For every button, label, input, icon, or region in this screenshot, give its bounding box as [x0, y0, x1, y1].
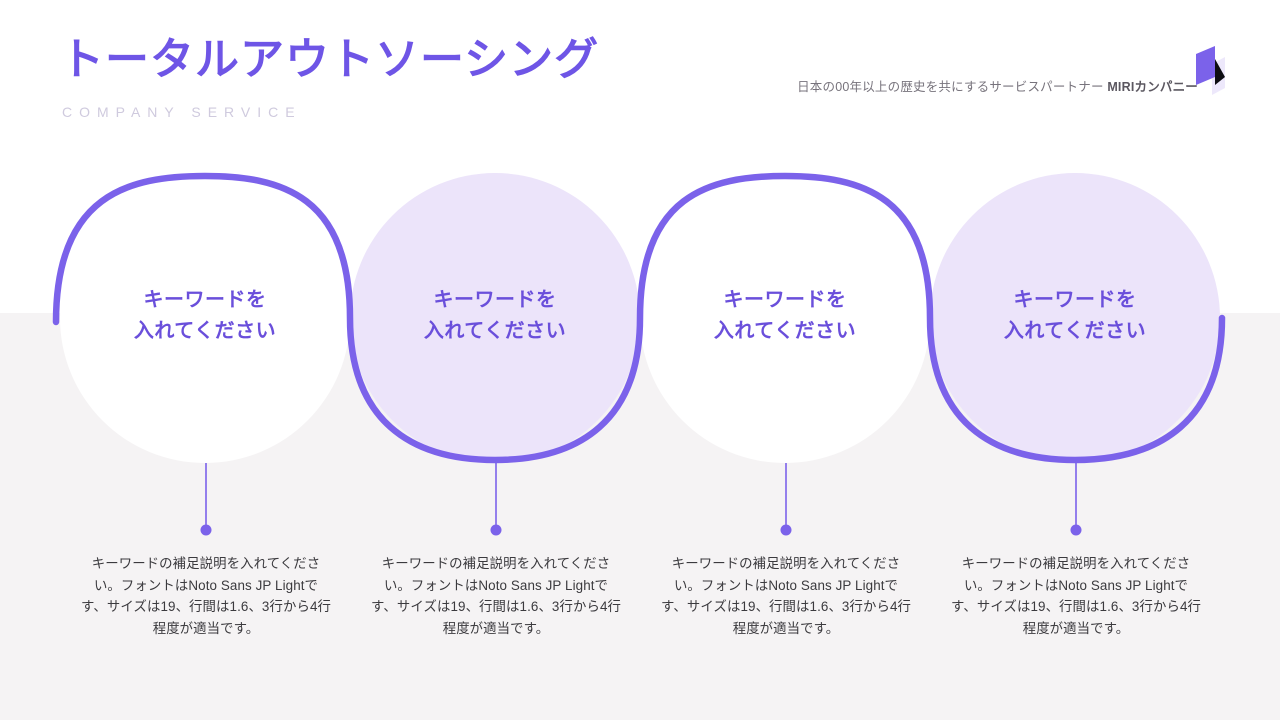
tagline-brand: MIRIカンパニー — [1107, 80, 1198, 94]
page-subtitle: COMPANY SERVICE — [62, 104, 302, 120]
step-label-4-line1: キーワードを — [1013, 289, 1137, 311]
step-label-3-line1: キーワードを — [723, 289, 847, 311]
connector-dot-4 — [1070, 524, 1082, 536]
tagline-text: 日本の00年以上の歴史を共にするサービスパートナー — [797, 80, 1108, 94]
connector-dot-3 — [780, 524, 792, 536]
step-label-2-line2: 入れてください — [423, 320, 567, 342]
slide-header: トータルアウトソーシング COMPANY SERVICE 日本の00年以上の歴史… — [0, 0, 1280, 150]
step-description-1: キーワードの補足説明を入れてください。フォントはNoto Sans JP Lig… — [81, 556, 331, 637]
step-label-3: キーワードを 入れてください — [660, 285, 910, 347]
connector-dot-2 — [490, 524, 502, 536]
header-tagline: 日本の00年以上の歴史を共にするサービスパートナー MIRIカンパニー — [797, 76, 1198, 95]
step-description-4: キーワードの補足説明を入れてください。フォントはNoto Sans JP Lig… — [951, 556, 1201, 637]
step-label-1-line1: キーワードを — [143, 289, 267, 311]
page-title: トータルアウトソーシング — [60, 35, 600, 84]
step-label-4-line2: 入れてください — [1003, 320, 1147, 342]
step-label-1-line2: 入れてください — [133, 320, 277, 342]
step-label-1: キーワードを 入れてください — [80, 285, 330, 347]
step-label-2-line1: キーワードを — [433, 289, 557, 311]
step-label-4: キーワードを 入れてください — [950, 285, 1200, 347]
miri-logo — [1192, 44, 1238, 98]
step-label-2: キーワードを 入れてください — [370, 285, 620, 347]
step-label-3-line2: 入れてください — [713, 320, 857, 342]
step-description-2: キーワードの補足説明を入れてください。フォントはNoto Sans JP Lig… — [371, 556, 621, 637]
connector-dot-1 — [200, 524, 212, 536]
step-description-3: キーワードの補足説明を入れてください。フォントはNoto Sans JP Lig… — [661, 556, 911, 637]
